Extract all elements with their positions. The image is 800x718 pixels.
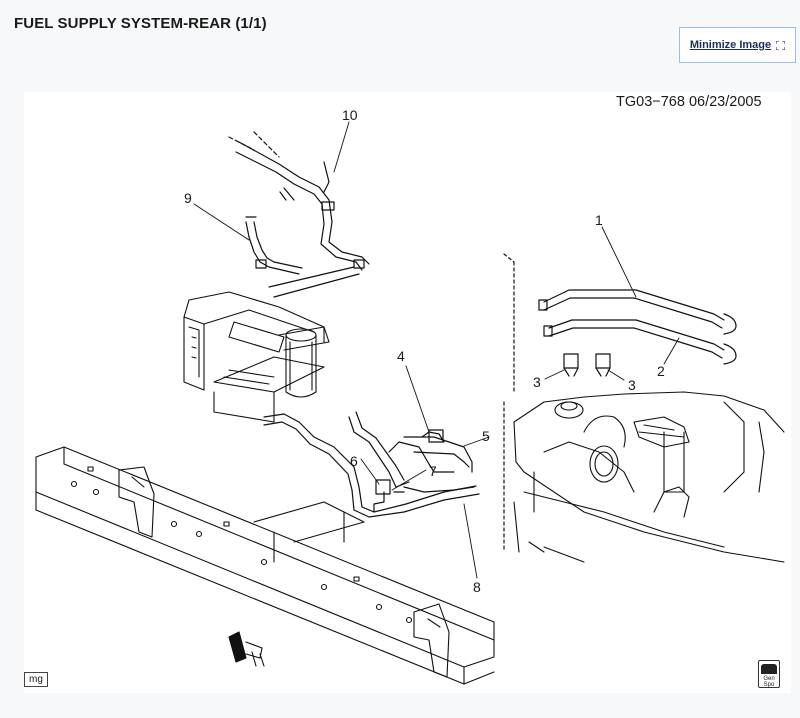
line-9 <box>245 216 303 275</box>
callout-3-right: 3 <box>628 377 636 393</box>
expand-corners-icon <box>776 40 786 50</box>
clips-3 <box>563 353 611 377</box>
mg-badge: mg <box>24 672 48 687</box>
lines-6-7 <box>263 411 480 518</box>
page-title: FUEL SUPPLY SYSTEM-REAR (1/1) <box>14 15 267 32</box>
callout-9: 9 <box>184 190 192 206</box>
line-assembly-10 <box>228 131 370 298</box>
callout-7: 7 <box>429 463 437 479</box>
minimize-image-button[interactable]: Minimize Image <box>679 27 796 63</box>
callout-1: 1 <box>595 212 603 228</box>
diagram-panel: TG03−768 06/23/2005 10 9 1 2 3 3 4 5 6 7… <box>24 92 791 693</box>
minimize-image-label: Minimize Image <box>689 39 772 51</box>
reference-code: TG03−768 06/23/2005 <box>616 94 762 110</box>
fuel-tank <box>513 391 785 563</box>
spec-icon-graphic <box>761 664 777 674</box>
callout-6: 6 <box>350 453 358 469</box>
callout-5: 5 <box>482 428 490 444</box>
callout-2: 2 <box>657 363 665 379</box>
callout-8: 8 <box>473 579 481 595</box>
fuel-filter <box>278 326 330 398</box>
fuel-system-illustration <box>35 121 785 685</box>
spec-icon-label: Gen Spo <box>763 676 775 688</box>
callout-4: 4 <box>397 348 405 364</box>
filter-bracket <box>183 291 325 423</box>
direction-arrow-icon <box>228 631 265 667</box>
callout-10: 10 <box>342 107 358 123</box>
spec-icon[interactable]: Gen Spo <box>758 660 780 688</box>
frame-rail <box>35 446 495 685</box>
leader-lines <box>193 121 680 579</box>
lines-1-2 <box>503 253 737 553</box>
callout-3-left: 3 <box>533 374 541 390</box>
